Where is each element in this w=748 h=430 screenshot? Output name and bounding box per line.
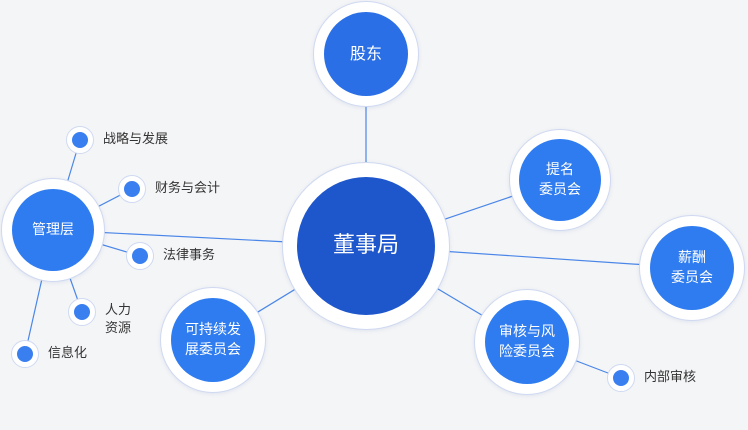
shareholders-label: 股东 [324,12,408,96]
internal-audit-label: 内部审核 [644,370,697,385]
board-label: 董事局 [297,177,435,315]
strategy-label: 战略与发展 [103,132,169,147]
nomination-committee-node: 提名 委员会 [509,129,611,231]
remuneration-committee-label: 薪酬 委员会 [650,226,734,310]
sustainability-committee-node: 可持续发 展委员会 [160,287,266,393]
it-label: 信息化 [48,346,88,361]
management-node: 管理层 [1,178,105,282]
board-node: 董事局 [282,162,450,330]
sustainability-committee-label: 可持续发 展委员会 [171,298,255,382]
legal-label: 法律事务 [163,248,216,263]
audit-risk-committee-node: 审核与风 险委员会 [474,289,580,395]
management-label: 管理层 [12,189,94,271]
shareholders-node: 股东 [313,1,419,107]
finance-dot [118,175,146,203]
remuneration-committee-node: 薪酬 委员会 [639,215,745,321]
finance-label: 财务与会计 [155,181,221,196]
audit-risk-committee-label: 审核与风 险委员会 [485,300,569,384]
hr-dot [68,298,96,326]
internal-audit-dot [607,364,635,392]
it-dot [11,340,39,368]
hr-label: 人力 资源 [105,303,132,336]
nomination-committee-label: 提名 委员会 [519,139,601,221]
strategy-dot [66,126,94,154]
legal-dot [126,242,154,270]
